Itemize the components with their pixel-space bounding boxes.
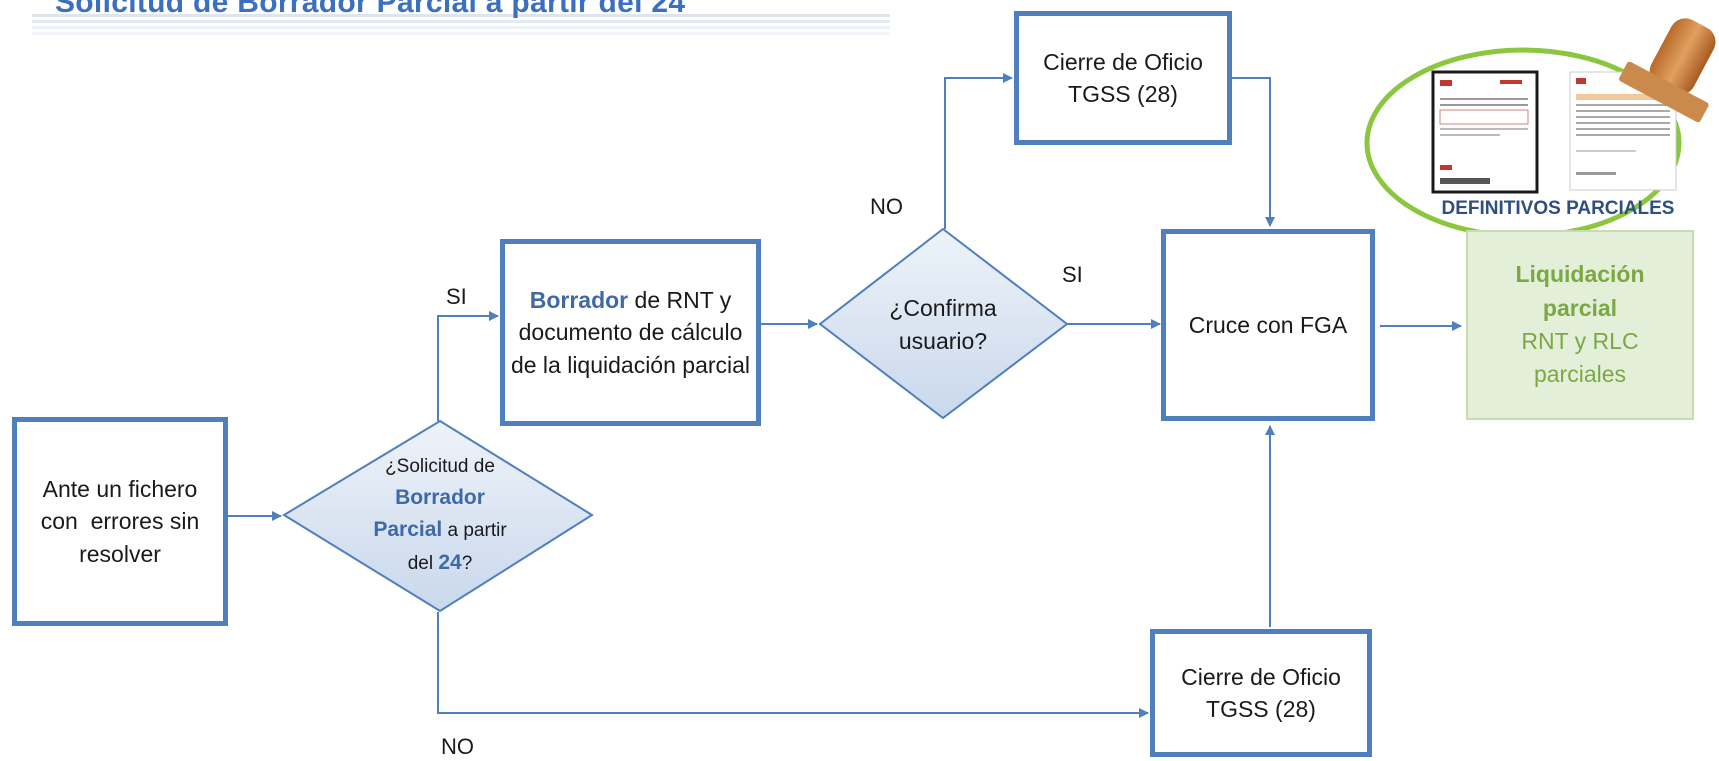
cierre-top-line-1: Cierre de Oficio	[1043, 48, 1203, 75]
start-line-2: con errores	[40, 508, 164, 535]
edge-label-no-confirma: NO	[870, 194, 903, 219]
rubber-stamp-icon	[1619, 18, 1716, 123]
cierre-top-line-2: TGSS (28)	[1068, 81, 1178, 107]
decision-borrador-diamond	[282, 419, 594, 613]
cruce-box: Cruce con FGA	[1161, 229, 1375, 421]
start-box: Ante un fichero con errores sin resolver	[12, 417, 228, 626]
definitivos-caption: DEFINITIVOS PARCIALES	[1441, 198, 1675, 219]
decision-borrador-text: ¿Solicitud de Borrador Parcial a partir …	[340, 452, 540, 580]
decision-confirma-diamond	[818, 227, 1069, 420]
connectors	[228, 73, 1462, 718]
result-box: Liquidación parcial RNT y RLC parciales	[1466, 230, 1694, 420]
document-icon-1	[1431, 70, 1539, 194]
result-line-1: Liquidación	[1515, 261, 1645, 288]
cruce-line-1: Cruce con	[1188, 311, 1294, 338]
arrow-confirma-no	[944, 73, 1013, 229]
result-line-2: parcial	[1542, 294, 1618, 321]
borrador-line-1: de RNT y	[628, 287, 732, 314]
decision-borrador-hl-3: 24	[438, 550, 462, 574]
decision-confirma-text: ¿Confirma usuario?	[858, 282, 1028, 368]
decision-borrador-line-1: ¿Solicitud de	[385, 456, 495, 478]
decision-borrador-end: ?	[461, 552, 473, 574]
cruce-line-2: FGA	[1299, 311, 1348, 338]
decision-borrador-hl-1: Borrador	[395, 485, 485, 509]
arrow-decision-si	[437, 311, 499, 421]
edge-label-si-borrador: SI	[446, 284, 467, 309]
title-underline	[32, 14, 890, 35]
cierre-bottom-line-1: Cierre de Oficio	[1181, 663, 1341, 690]
result-line-4: parciales	[1533, 361, 1627, 388]
decision-borrador-pre2: del	[407, 552, 439, 574]
decision-borrador-mid: a partir	[442, 520, 507, 542]
page-title: Solicitud de Borrador Parcial a partir d…	[55, 0, 686, 19]
borrador-line-2: documento de	[518, 319, 665, 346]
decision-confirma-line-2: usuario?	[898, 328, 988, 354]
cierre-top-box: Cierre de Oficio TGSS (28)	[1014, 11, 1232, 145]
cierre-bottom-line-2: TGSS (28)	[1206, 696, 1316, 722]
arrow-cierre-top-to-cruce	[1232, 77, 1275, 227]
arrow-decision-no	[437, 612, 1149, 718]
start-line-3: sin resolver	[79, 508, 200, 567]
decision-confirma-line-1: ¿Confirma	[889, 294, 997, 321]
decision-borrador-hl-2: Parcial	[373, 518, 443, 542]
borrador-line-3: cálculo de la	[510, 319, 743, 378]
borrador-highlight: Borrador	[529, 287, 629, 314]
start-line-1: Ante un fichero	[42, 476, 198, 503]
edge-label-no-cierre: NO	[441, 734, 474, 759]
result-line-3: RNT y RLC	[1521, 328, 1639, 354]
cierre-bottom-box: Cierre de Oficio TGSS (28)	[1150, 629, 1372, 757]
definitivos-illustration	[1364, 18, 1716, 239]
edge-label-si-cruce: SI	[1062, 262, 1083, 287]
borrador-line-4: liquidación parcial	[567, 351, 751, 378]
borrador-box: Borrador de RNT y documento de cálculo d…	[500, 239, 761, 426]
